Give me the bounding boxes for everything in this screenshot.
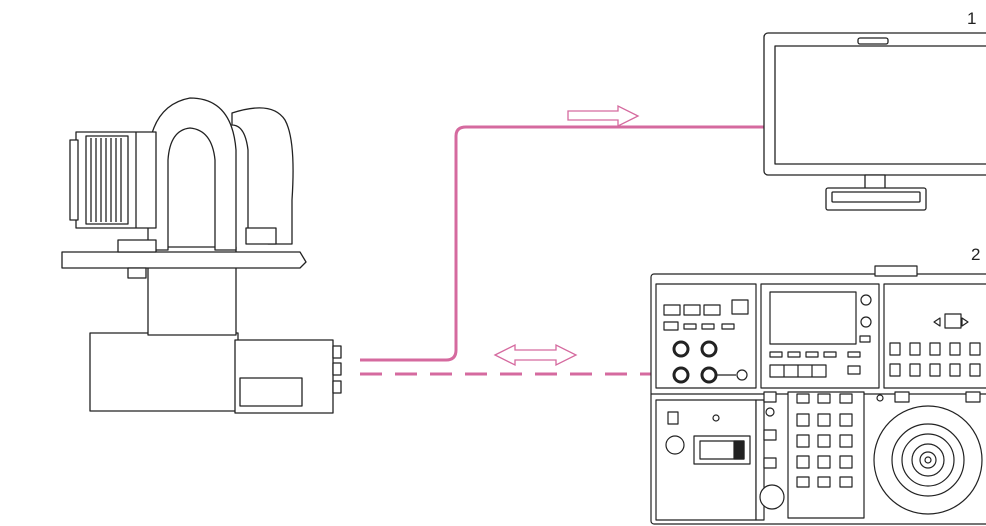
callout-2: 2 [971,245,980,264]
callout-1: 1 [967,9,976,28]
direction-arrows [495,106,638,365]
one-way-arrow [568,106,638,126]
camera-base [90,333,341,413]
camera-body [232,108,293,244]
remote-controller [651,266,986,524]
monitor [764,33,986,210]
camera-yoke [148,98,236,250]
camera-lens [70,132,156,228]
ptz-camera [62,98,341,413]
two-way-arrow [495,345,576,365]
camera-plate [62,252,306,268]
